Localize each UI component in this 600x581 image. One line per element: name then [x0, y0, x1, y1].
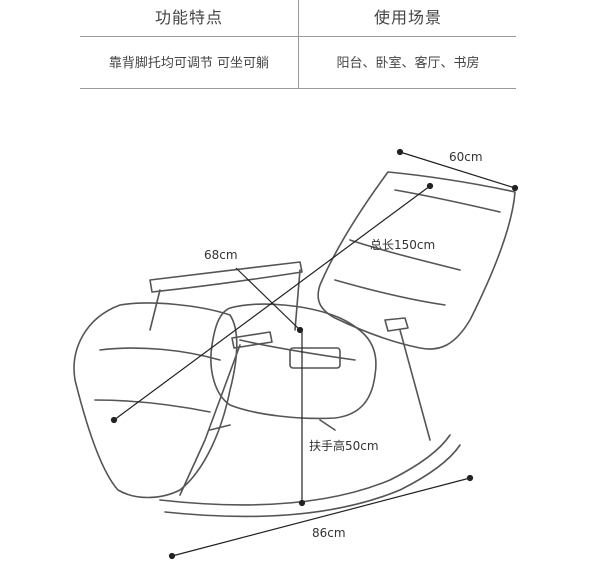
footrest-cushion — [73, 302, 238, 499]
label-seat-depth: 68cm — [204, 248, 238, 262]
label-width: 60cm — [449, 150, 483, 164]
table-divider-vertical — [298, 0, 299, 88]
spec-table: 功能特点 使用场景 靠背脚托均可调节 可坐可躺 阳台、卧室、客厅、书房 — [80, 0, 516, 89]
rear-frame-leg — [399, 329, 431, 441]
header-features: 功能特点 — [154, 8, 223, 27]
left-armrest — [149, 261, 303, 293]
front-frame-leg — [179, 344, 241, 496]
value-features: 靠背脚托均可调节 可坐可躺 — [108, 56, 270, 71]
label-base-length: 86cm — [312, 526, 346, 540]
label-armrest-height: 扶手高50cm — [309, 439, 379, 453]
backrest-seam — [394, 189, 501, 213]
header-usage: 使用场景 — [373, 8, 442, 27]
dim-line-seat-depth — [235, 267, 301, 331]
label-total-length: 总长150cm — [370, 238, 436, 252]
rocker-base-back — [164, 444, 461, 518]
right-armrest — [231, 331, 273, 349]
value-usage: 阳台、卧室、客厅、书房 — [336, 56, 480, 71]
rocker-base-front — [159, 434, 451, 506]
dim-line-base-length — [171, 477, 471, 557]
side-pocket — [289, 347, 341, 369]
dim-line-width — [399, 151, 516, 189]
seat-cushion — [210, 303, 377, 420]
table-divider-horizontal — [80, 36, 516, 37]
backrest-cushion — [317, 171, 516, 350]
